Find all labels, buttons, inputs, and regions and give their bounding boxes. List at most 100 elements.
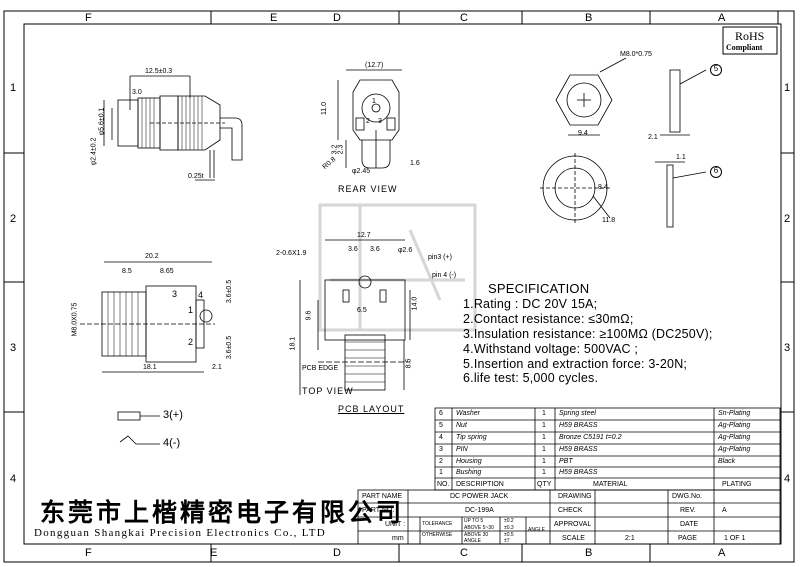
top-dim-end: 2.1 bbox=[212, 364, 222, 371]
legend-minus: 4(-) bbox=[163, 437, 181, 449]
tb-page: 1 OF 1 bbox=[724, 535, 746, 542]
top-pin-2: 2 bbox=[188, 337, 194, 347]
side-dim-dia2: φ2.4±0.2 bbox=[90, 137, 98, 166]
bom-row-5-qty: 1 bbox=[542, 422, 546, 429]
pcb-dim-96: 9.6 bbox=[305, 310, 313, 321]
pcb-pin3: pin3 (+) bbox=[428, 254, 452, 261]
spec-line-5: 5.Insertion and extraction force: 3-20N; bbox=[463, 357, 688, 371]
top-pin-3: 3 bbox=[172, 289, 178, 299]
bom-row-3-desc: PIN bbox=[456, 446, 468, 453]
rear-view-caption: REAR VIEW bbox=[338, 184, 398, 194]
tb-tol-5-30: ABOVE 5~30 bbox=[464, 525, 494, 531]
column-label-c-bottom: C bbox=[460, 547, 468, 559]
bom-grid bbox=[357, 407, 781, 545]
bom-row-2-plating: Black bbox=[718, 458, 736, 465]
spec-line-4: 4.Withstand voltage: 500VAC ; bbox=[463, 342, 639, 356]
column-label-f: F bbox=[85, 12, 92, 24]
tb-rev: A bbox=[722, 507, 727, 514]
rear-dim-height: 11.0 bbox=[321, 101, 329, 116]
tb-rev-label: REV. bbox=[680, 507, 696, 514]
company-name-en: Dongguan Shangkai Precision Electronics … bbox=[34, 527, 327, 539]
tb-date: DATE bbox=[680, 521, 699, 528]
bom-row-6-desc: Washer bbox=[456, 410, 480, 417]
pcb-layout-caption: PCB LAYOUT bbox=[338, 404, 405, 414]
rear-pin-2: 2 bbox=[366, 118, 370, 125]
pin-legend bbox=[117, 411, 160, 445]
row-label-2: 2 bbox=[10, 213, 17, 225]
bom-header-material: MATERIAL bbox=[593, 481, 628, 488]
washer-thickness: 1.1 bbox=[676, 154, 686, 161]
bom-row-4-plating: Ag-Plating bbox=[718, 434, 751, 441]
tb-tol-v1: ±0.2 bbox=[504, 518, 514, 524]
row-label-1: 1 bbox=[10, 82, 17, 94]
bom-row-1-desc: Bushing bbox=[456, 469, 482, 476]
nut-thickness: 2.1 bbox=[648, 134, 658, 141]
pcb-dim-140: 14.0 bbox=[411, 296, 419, 311]
rear-dim-16: 1.6 bbox=[410, 160, 420, 167]
tb-approval: APPROVAL bbox=[554, 521, 592, 528]
bom-row-2-material: PBT bbox=[559, 458, 573, 465]
column-label-a: A bbox=[718, 12, 726, 24]
spec-line-2: 2.Contact resistance: ≤30mΩ; bbox=[463, 312, 634, 326]
nut-drawing bbox=[555, 57, 707, 136]
nut-thread: M8.0*0.75 bbox=[620, 51, 652, 58]
pcb-dim-36b: 3.6 bbox=[370, 246, 380, 253]
bom-row-1-material: H59 BRASS bbox=[559, 469, 598, 476]
top-thread: M8.0X0.75 bbox=[71, 302, 79, 337]
tb-check: CHECK bbox=[558, 507, 583, 514]
company-name-cn: 东莞市上楷精密电子有限公司 bbox=[40, 498, 405, 527]
row-label-1-right: 1 bbox=[784, 82, 791, 94]
row-label-2-right: 2 bbox=[784, 213, 791, 225]
row-label-4: 4 bbox=[10, 473, 17, 485]
row-label-4-right: 4 bbox=[784, 473, 791, 485]
bom-row-4-qty: 1 bbox=[542, 434, 546, 441]
bom-row-3-material: H59 BRASS bbox=[559, 446, 598, 453]
bom-header-no: NO. bbox=[437, 481, 450, 488]
top-view bbox=[80, 261, 215, 373]
pcb-layout bbox=[299, 239, 411, 395]
top-dim-h2: 3.6±0.5 bbox=[226, 335, 234, 360]
row-label-3: 3 bbox=[10, 342, 17, 354]
tb-angle-label: ANGLE bbox=[528, 527, 545, 533]
bom-row-2-desc: Housing bbox=[456, 458, 482, 465]
spec-title: SPECIFICATION bbox=[488, 281, 590, 296]
tb-unit-label: UNIT : bbox=[385, 521, 406, 528]
bom-row-3-qty: 1 bbox=[542, 446, 546, 453]
rohs-subtitle: Compliant bbox=[726, 43, 763, 52]
tb-tol-v2: ±0.3 bbox=[504, 525, 514, 531]
bom-row-6-no: 6 bbox=[439, 410, 443, 417]
pcb-dim-dia: φ2.6 bbox=[398, 247, 413, 254]
bom-row-4-material: Bronze C5191 t=0.2 bbox=[559, 434, 622, 441]
tb-tol-v3: ±0.5 bbox=[504, 532, 514, 538]
pcb-dim-36a: 3.6 bbox=[348, 246, 358, 253]
rear-dim-23: 2.3 bbox=[337, 144, 345, 155]
column-label-b: B bbox=[585, 12, 593, 24]
tb-part-name-label: PART NAME bbox=[362, 493, 403, 500]
bom-row-5-material: H59 BRASS bbox=[559, 422, 598, 429]
bom-header-qty: QTY bbox=[537, 481, 552, 488]
spec-line-6: 6.life test: 5,000 cycles. bbox=[463, 371, 599, 385]
pcb-dim-width: 12.7 bbox=[357, 232, 371, 239]
top-dim-seg2: 8.65 bbox=[160, 268, 174, 275]
spec-line-3: 3.Insulation resistance: ≥100MΩ (DC250V)… bbox=[463, 327, 713, 341]
tb-part-name: DC POWER JACK bbox=[450, 493, 509, 500]
side-dim-dia1: φ5.6±0.1 bbox=[98, 107, 106, 136]
tb-dwg-no: DWG.No. bbox=[672, 493, 702, 500]
column-label-e: E bbox=[270, 12, 278, 24]
pcb-pin4: pin 4 (-) bbox=[432, 272, 457, 279]
rear-pin-3: 3 bbox=[378, 118, 382, 125]
bom-row-5-desc: Nut bbox=[456, 422, 467, 429]
top-pin-1: 1 bbox=[188, 305, 194, 315]
pcb-holes: 2-0.6X1.9 bbox=[276, 250, 307, 257]
column-label-b-bottom: B bbox=[585, 547, 593, 559]
top-dim-total: 20.2 bbox=[145, 253, 159, 260]
bom-row-4-desc: Tip spring bbox=[456, 434, 487, 441]
spec-line-1: 1.Rating : DC 20V 15A; bbox=[463, 297, 598, 311]
nut-width: 9.4 bbox=[578, 130, 588, 137]
column-label-e-bottom: E bbox=[210, 547, 218, 559]
washer-inner-dia: 8.4 bbox=[598, 184, 608, 191]
tb-tol-above30: ABOVE 30 bbox=[464, 532, 489, 538]
bom-row-4-no: 4 bbox=[439, 434, 443, 441]
pcb-dim-85: 8.5 bbox=[405, 358, 413, 369]
